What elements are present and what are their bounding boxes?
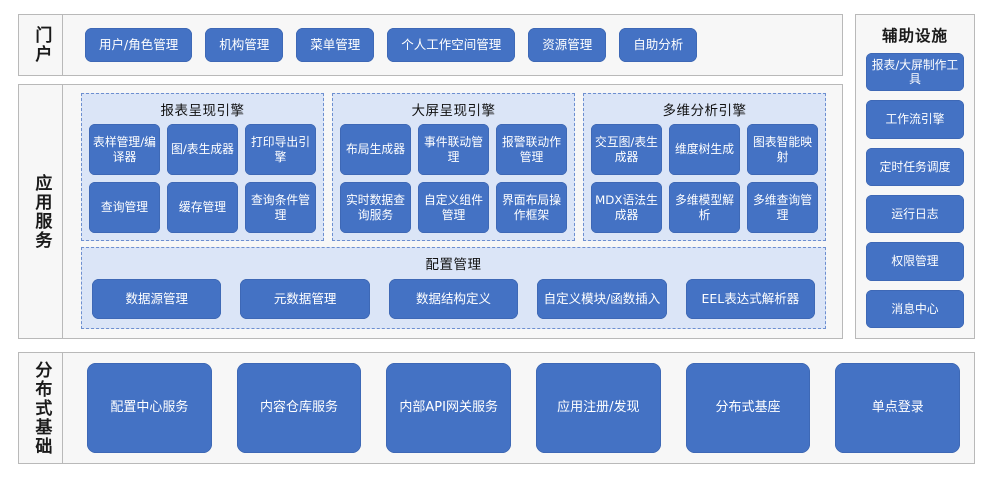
configuration-management-row: 数据源管理 元数据管理 数据结构定义 自定义模块/函数插入 EEL表达式解析器 (92, 279, 816, 319)
aux-item-message-center[interactable]: 消息中心 (866, 289, 964, 328)
tile-datasource-management[interactable]: 数据源管理 (92, 279, 222, 319)
tile-query-management[interactable]: 查询管理 (89, 182, 160, 233)
engine-bigscreen-rendering-title: 大屏呈现引擎 (411, 103, 496, 119)
aux-item-permission-management[interactable]: 权限管理 (866, 242, 964, 281)
tile-multidimensional-query-management[interactable]: 多维查询管理 (747, 182, 818, 233)
tile-ui-layout-operation-framework[interactable]: 界面布局操作框架 (496, 182, 567, 233)
tile-metadata-management[interactable]: 元数据管理 (240, 279, 370, 319)
engine-multidimensional-analysis-title: 多维分析引擎 (662, 103, 747, 119)
tile-report-template-management-compiler[interactable]: 表样管理/编译器 (89, 124, 160, 175)
tile-dimension-tree-generation[interactable]: 维度树生成 (669, 124, 740, 175)
auxiliary-facilities-title: 辅助设施 (881, 27, 948, 45)
distributed-infrastructure-section: 分布式基础 配置中心服务 内容仓库服务 内部API网关服务 应用注册/发现 分布… (18, 352, 975, 464)
portal-section: 门户 用户/角色管理 机构管理 菜单管理 个人工作空间管理 资源管理 自助分析 (18, 14, 843, 76)
tile-eel-expression-parser[interactable]: EEL表达式解析器 (685, 279, 816, 319)
dist-item-distributed-base[interactable]: 分布式基座 (685, 363, 811, 453)
portal-item-organization-management[interactable]: 机构管理 (205, 28, 284, 62)
configuration-management-panel: 配置管理 数据源管理 元数据管理 数据结构定义 自定义模块/函数插入 EEL表达… (81, 247, 826, 329)
tile-interactive-chart-table-generator[interactable]: 交互图/表生成器 (591, 124, 662, 175)
tile-event-linkage-management[interactable]: 事件联动管理 (418, 124, 489, 175)
portal-item-user-role-management[interactable]: 用户/角色管理 (85, 28, 193, 62)
distributed-band-label-text: 分布式基础 (31, 360, 52, 456)
dist-item-single-sign-on[interactable]: 单点登录 (835, 363, 961, 453)
engine-bigscreen-rendering-grid: 布局生成器 事件联动管理 报警联动作管理 实时数据查询服务 自定义组件管理 界面… (340, 124, 567, 233)
portal-item-self-service-analysis[interactable]: 自助分析 (619, 28, 698, 62)
aux-item-workflow-engine[interactable]: 工作流引擎 (866, 100, 964, 139)
tile-data-structure-definition[interactable]: 数据结构定义 (388, 279, 519, 319)
portal-item-menu-management[interactable]: 菜单管理 (296, 28, 375, 62)
engine-bigscreen-rendering: 大屏呈现引擎 布局生成器 事件联动管理 报警联动作管理 实时数据查询服务 自定义… (332, 93, 575, 241)
tile-chart-table-generator[interactable]: 图/表生成器 (167, 124, 238, 175)
dist-item-content-repository-service[interactable]: 内容仓库服务 (236, 363, 362, 453)
tile-print-export-engine[interactable]: 打印导出引擎 (245, 124, 316, 175)
tile-custom-component-management[interactable]: 自定义组件管理 (418, 182, 489, 233)
auxiliary-facilities-list: 报表/大屏制作工具 工作流引擎 定时任务调度 运行日志 权限管理 消息中心 (866, 53, 964, 328)
tile-multidimensional-model-parsing[interactable]: 多维模型解析 (669, 182, 740, 233)
auxiliary-facilities-section: 辅助设施 报表/大屏制作工具 工作流引擎 定时任务调度 运行日志 权限管理 消息… (855, 14, 975, 339)
engine-report-rendering: 报表呈现引擎 表样管理/编译器 图/表生成器 打印导出引擎 查询管理 缓存管理 … (81, 93, 324, 241)
distributed-band-label: 分布式基础 (19, 353, 63, 463)
application-services-band-label: 应用服务 (19, 85, 63, 338)
configuration-management-title: 配置管理 (425, 257, 482, 273)
dist-item-internal-api-gateway-service[interactable]: 内部API网关服务 (386, 363, 512, 453)
tile-layout-generator[interactable]: 布局生成器 (340, 124, 411, 175)
portal-item-resource-management[interactable]: 资源管理 (528, 28, 607, 62)
engine-report-rendering-title: 报表呈现引擎 (160, 103, 245, 119)
portal-band-label: 门户 (19, 15, 63, 75)
tile-realtime-data-query-service[interactable]: 实时数据查询服务 (340, 182, 411, 233)
distributed-item-row: 配置中心服务 内容仓库服务 内部API网关服务 应用注册/发现 分布式基座 单点… (71, 353, 974, 463)
tile-custom-module-function-insertion[interactable]: 自定义模块/函数插入 (537, 279, 667, 319)
application-services-body: 报表呈现引擎 表样管理/编译器 图/表生成器 打印导出引擎 查询管理 缓存管理 … (71, 91, 834, 331)
engine-multidimensional-analysis: 多维分析引擎 交互图/表生成器 维度树生成 图表智能映射 MDX语法生成器 多维… (583, 93, 826, 241)
tile-alarm-linkage-action-management[interactable]: 报警联动作管理 (496, 124, 567, 175)
tile-query-condition-management[interactable]: 查询条件管理 (245, 182, 316, 233)
engine-report-rendering-grid: 表样管理/编译器 图/表生成器 打印导出引擎 查询管理 缓存管理 查询条件管理 (89, 124, 316, 233)
aux-item-runtime-log[interactable]: 运行日志 (866, 194, 964, 234)
portal-item-row: 用户/角色管理 机构管理 菜单管理 个人工作空间管理 资源管理 自助分析 (71, 15, 834, 75)
tile-mdx-syntax-generator[interactable]: MDX语法生成器 (591, 182, 662, 233)
application-services-band-label-text: 应用服务 (31, 173, 52, 250)
tile-chart-intelligent-mapping[interactable]: 图表智能映射 (747, 124, 818, 175)
tile-cache-management[interactable]: 缓存管理 (167, 182, 238, 233)
dist-item-config-center-service[interactable]: 配置中心服务 (87, 363, 212, 453)
aux-item-report-bigscreen-authoring-tool[interactable]: 报表/大屏制作工具 (866, 53, 964, 92)
engine-multidimensional-analysis-grid: 交互图/表生成器 维度树生成 图表智能映射 MDX语法生成器 多维模型解析 多维… (591, 124, 818, 233)
dist-item-app-registration-discovery[interactable]: 应用注册/发现 (536, 363, 661, 453)
application-services-section: 应用服务 报表呈现引擎 表样管理/编译器 图/表生成器 打印导出引擎 查询管理 … (18, 84, 843, 339)
aux-item-scheduled-task-scheduler[interactable]: 定时任务调度 (866, 147, 964, 186)
portal-item-personal-workspace-management[interactable]: 个人工作空间管理 (387, 28, 516, 62)
portal-band-label-text: 门户 (31, 26, 52, 64)
engines-row: 报表呈现引擎 表样管理/编译器 图/表生成器 打印导出引擎 查询管理 缓存管理 … (81, 93, 826, 241)
